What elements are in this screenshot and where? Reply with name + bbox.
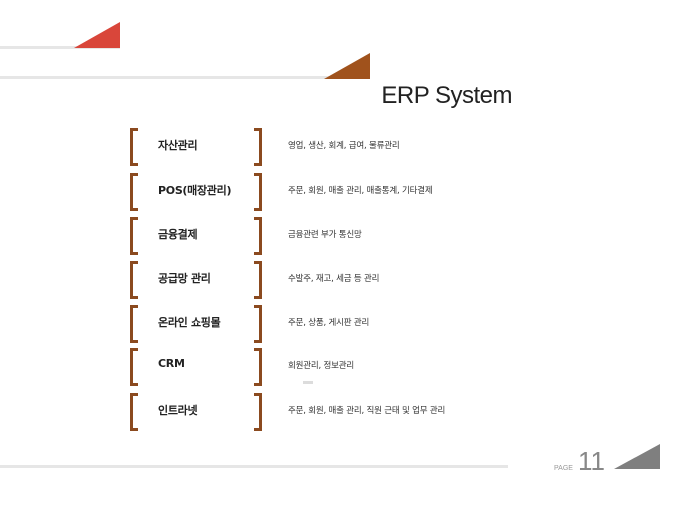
module-description: 회원관리, 정보관리	[288, 361, 354, 371]
brown-triangle-decoration	[324, 53, 370, 79]
page-title: ERP System	[381, 82, 512, 109]
second-divider-line	[0, 76, 370, 79]
module-row-asset: 자산관리 영업, 생산, 회계, 급여, 물류관리	[130, 128, 550, 166]
right-bracket	[254, 128, 262, 166]
module-label: 인트라넷	[158, 404, 198, 417]
gray-triangle-decoration	[614, 444, 660, 469]
module-label: 공급망 관리	[158, 272, 211, 285]
right-bracket	[254, 305, 262, 343]
module-row-supply-chain: 공급망 관리 수발주, 재고, 세금 등 관리	[130, 261, 550, 299]
module-description: 영업, 생산, 회계, 급여, 물류관리	[288, 141, 400, 151]
bottom-divider-line	[0, 465, 508, 468]
top-divider-line	[0, 46, 120, 49]
module-label: POS(매장관리)	[158, 184, 232, 197]
module-row-intranet: 인트라넷 주문, 회원, 매출 관리, 직원 근태 및 업무 관리	[130, 393, 550, 431]
module-label: 온라인 쇼핑몰	[158, 316, 221, 329]
module-label: 금융결제	[158, 228, 198, 241]
module-row-online-shop: 온라인 쇼핑몰 주문, 상품, 게시판 관리	[130, 305, 550, 343]
right-bracket	[254, 348, 262, 386]
module-row-crm: CRM 회원관리, 정보관리	[130, 348, 550, 386]
module-row-finance: 금융결제 금융관련 부가 통신망	[130, 217, 550, 255]
left-bracket	[130, 305, 138, 343]
left-bracket	[130, 173, 138, 211]
page-label: PAGE	[554, 465, 573, 472]
red-triangle-decoration	[74, 22, 120, 48]
module-label: CRM	[158, 357, 185, 370]
module-description: 금융관련 부가 통신망	[288, 230, 362, 240]
left-bracket	[130, 217, 138, 255]
module-description: 주문, 회원, 매출 관리, 직원 근태 및 업무 관리	[288, 406, 446, 416]
module-description: 주문, 상품, 게시판 관리	[288, 318, 370, 328]
module-label: 자산관리	[158, 139, 198, 152]
right-bracket	[254, 173, 262, 211]
module-description: 수발주, 재고, 세금 등 관리	[288, 274, 380, 284]
right-bracket	[254, 393, 262, 431]
right-bracket	[254, 217, 262, 255]
left-bracket	[130, 261, 138, 299]
left-bracket	[130, 348, 138, 386]
page-number: 11	[578, 446, 605, 476]
module-description: 주문, 회원, 매출 관리, 매출통계, 기타결제	[288, 186, 433, 196]
left-bracket	[130, 128, 138, 166]
module-row-pos: POS(매장관리) 주문, 회원, 매출 관리, 매출통계, 기타결제	[130, 173, 550, 211]
right-bracket	[254, 261, 262, 299]
small-gray-mark	[303, 381, 313, 384]
left-bracket	[130, 393, 138, 431]
